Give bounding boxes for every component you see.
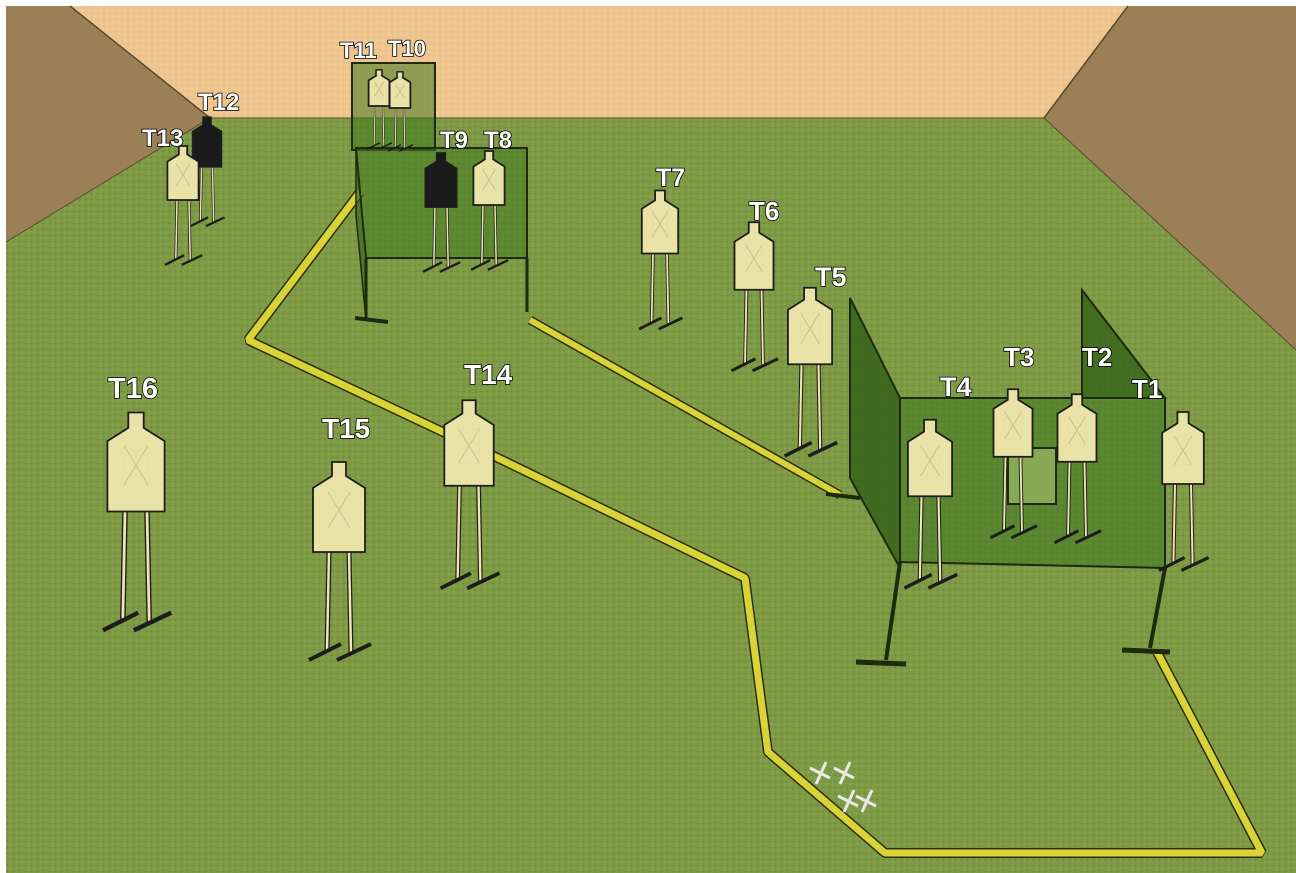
target-label-t15: T15 xyxy=(322,413,370,444)
target-label-t11: T11 xyxy=(340,38,377,63)
target-label-t1: T1 xyxy=(1132,374,1162,404)
target-label-t14: T14 xyxy=(464,359,513,390)
target-label-t3: T3 xyxy=(1004,342,1034,372)
target-label-t7: T7 xyxy=(656,164,685,192)
target-label-t5: T5 xyxy=(815,262,847,292)
target-label-t13: T13 xyxy=(142,125,183,152)
target-label-t2: T2 xyxy=(1082,342,1112,372)
target-label-t16: T16 xyxy=(108,373,158,405)
target-label-t8: T8 xyxy=(484,127,512,154)
target-label-t10: T10 xyxy=(388,36,426,61)
target-label-t9: T9 xyxy=(440,127,468,154)
target-label-t4: T4 xyxy=(940,372,972,402)
target-label-t6: T6 xyxy=(749,196,779,226)
target-label-t12: T12 xyxy=(198,89,239,116)
